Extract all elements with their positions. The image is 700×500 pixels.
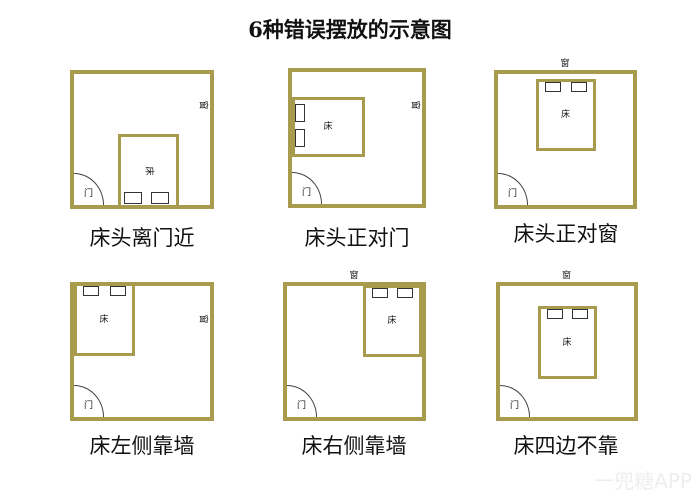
window-label: 窗 — [560, 59, 570, 69]
room-6 — [496, 282, 638, 421]
caption: 床头正对窗 — [513, 222, 619, 246]
room-5 — [283, 282, 426, 421]
pillow — [572, 309, 588, 319]
pillow — [124, 192, 142, 204]
pillow — [545, 82, 561, 92]
caption: 床右侧靠墙 — [301, 434, 407, 458]
window-label: 窗 — [409, 100, 420, 110]
pillow — [397, 288, 413, 298]
pillow — [83, 286, 99, 296]
page-title: 6种错误摆放的示意图 — [248, 17, 452, 42]
caption: 床头正对门 — [304, 226, 410, 250]
pillow — [372, 288, 388, 298]
bed — [292, 97, 365, 157]
room-3 — [494, 70, 637, 209]
door-label: 门 — [508, 189, 518, 199]
bed-label: 床 — [99, 314, 109, 325]
watermark: 一兜糖APP — [594, 469, 692, 493]
door-label: 门 — [510, 401, 520, 411]
window-label: 窗 — [197, 100, 208, 110]
pillow — [547, 309, 563, 319]
window-label: 窗 — [349, 271, 359, 281]
window-label: 窗 — [562, 271, 572, 281]
caption: 床四边不靠 — [513, 434, 619, 458]
caption: 床头离门近 — [89, 226, 195, 250]
door-label: 门 — [302, 188, 312, 198]
room-4 — [70, 282, 214, 421]
pillow — [110, 286, 126, 296]
bed-label: 床 — [387, 316, 397, 326]
bed-label: 床 — [561, 110, 571, 120]
bed-label: 床 — [143, 166, 154, 176]
door-label: 门 — [84, 401, 94, 411]
door-label: 门 — [297, 401, 307, 411]
pillow — [295, 104, 305, 122]
window-label: 窗 — [197, 314, 208, 324]
pillow — [571, 82, 587, 92]
room-2 — [288, 68, 426, 208]
caption: 床左侧靠墙 — [89, 434, 195, 458]
pillow — [295, 129, 305, 147]
bed-label: 床 — [562, 337, 572, 348]
pillow — [151, 192, 169, 204]
bed-label: 床 — [323, 122, 333, 132]
door-label: 门 — [84, 189, 94, 199]
